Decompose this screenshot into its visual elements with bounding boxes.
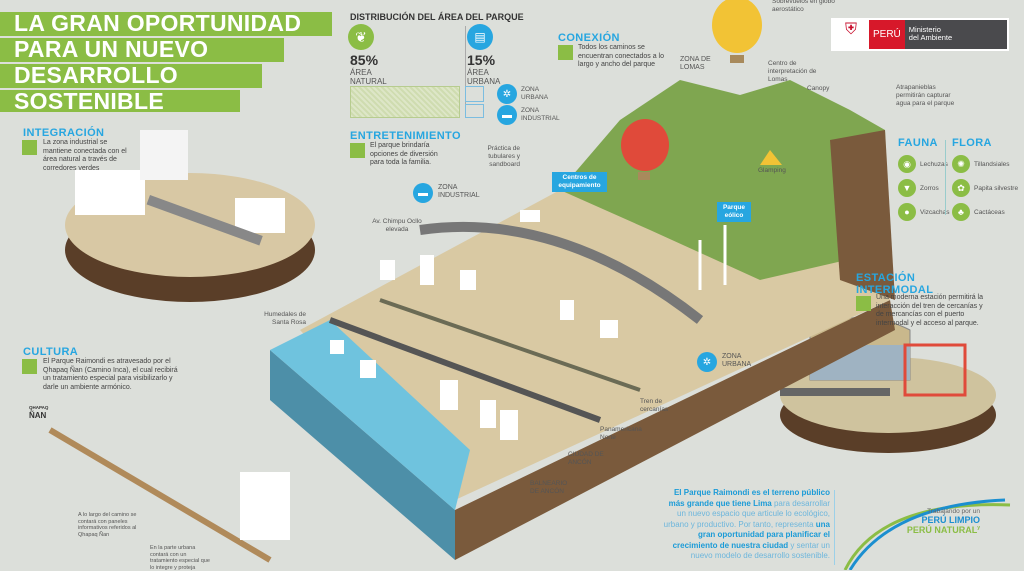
- cactus-icon: ♣: [952, 203, 970, 221]
- flora-title: FLORA: [952, 137, 992, 149]
- conexion-title: CONEXIÓN: [558, 32, 620, 44]
- zone-industrial-label: ZONA INDUSTRIAL: [521, 107, 560, 122]
- estacion-marker: [856, 296, 871, 311]
- zona-lomas-label: ZONA DE LOMAS: [680, 56, 711, 71]
- globo-label: Sobrevuelos en globo aerostático: [772, 0, 835, 13]
- balneario-label: BALNEARIO DE ANCÓN: [530, 480, 568, 495]
- owl-icon: ◉: [898, 155, 916, 173]
- tillandsia-icon: ✺: [952, 155, 970, 173]
- urban-zone-map-icon: ✲: [697, 352, 717, 372]
- cultura-title: CULTURA: [23, 346, 79, 358]
- summary-paragraph: El Parque Raimondi es el terreno público…: [663, 488, 830, 560]
- centro-interpretacion-label: Centro de interpretación de Lomas: [768, 60, 817, 83]
- title-line-2: PARA UN NUEVO: [0, 38, 284, 62]
- integracion-title: INTEGRACIÓN: [23, 127, 105, 139]
- coat-of-arms-icon: ⛨: [844, 20, 857, 38]
- entretenimiento-title: ENTRETENIMIENTO: [350, 130, 461, 142]
- av-chimpu-ocllo: [419, 221, 704, 324]
- qhapaq-nan-path: [48, 427, 272, 563]
- industrial-zone-icon: ▬: [497, 105, 517, 125]
- balloon-top: [712, 0, 762, 53]
- natural-percent: 85%: [350, 52, 379, 68]
- entretenimiento-marker: [350, 143, 365, 158]
- fauna-section: FAUNA ◉Lechuzas ▼Zorros ●Vizcachas: [898, 137, 950, 227]
- fauna-title: FAUNA: [898, 137, 938, 149]
- conexion-marker: [558, 45, 573, 60]
- natural-area-bar: [350, 86, 460, 118]
- tubulares-label: Práctica de tubulares y sandboard: [487, 145, 520, 168]
- conexion-text: Todos los caminos se encuentran conectad…: [578, 44, 665, 68]
- tren-label: Tren de cercanías: [640, 398, 669, 413]
- potato-plant-icon: ✿: [952, 179, 970, 197]
- industrial-building: [75, 170, 145, 215]
- cultura-note-2: En la parte urbana contará con un tratam…: [150, 545, 210, 571]
- building-icon: ▤: [467, 24, 493, 50]
- title-line-3: DESARROLLO: [0, 64, 262, 88]
- zona-industrial-map-label: ZONA INDUSTRIAL: [438, 184, 480, 199]
- ciudad-ancon-label: CIUDAD DE ANCÓN: [568, 451, 604, 466]
- panamericana-road: [328, 317, 602, 423]
- fauna-item: ◉Lechuzas: [898, 155, 950, 173]
- industrial-zone-box: [465, 104, 484, 118]
- glamping-label: Glamping: [758, 167, 786, 174]
- vizcacha-icon: ●: [898, 203, 916, 221]
- parque-eolico-tag: Parque eólico: [717, 202, 751, 222]
- integracion-text: La zona industrial se mantiene conectada…: [43, 139, 127, 172]
- flora-item: ✿Papita silvestre: [952, 179, 1018, 197]
- fox-icon: ▼: [898, 179, 916, 197]
- atrapanieblas-label: Atrapanieblas permitirán capturar agua p…: [896, 84, 955, 107]
- urban-zone-icon: ✲: [497, 84, 517, 104]
- zona-urbana-map-label: ZONA URBANA: [722, 353, 752, 368]
- industrial-zone-map-icon: ▬: [413, 183, 433, 203]
- zone-urbana-label: ZONA URBANA: [521, 86, 549, 101]
- humedales-label: Humedales de Santa Rosa: [264, 311, 306, 326]
- balloon-middle: [621, 119, 669, 171]
- cultura-note-1: A lo largo del camino se contará con pan…: [78, 512, 137, 538]
- ocean: [270, 320, 470, 510]
- peru-label: PERÚ: [869, 20, 905, 49]
- panamericana-label: Panamericana Norte: [600, 426, 642, 441]
- flora-item: ✺Tillandsiales: [952, 155, 1018, 173]
- fauna-item: ●Vizcachas: [898, 203, 950, 221]
- cultura-text: El Parque Raimondi es atravesado por el …: [43, 358, 178, 391]
- integracion-marker: [22, 140, 37, 155]
- urban-zone-box: [465, 86, 484, 102]
- title-line-4: SOSTENIBLE: [0, 90, 240, 113]
- fauna-item: ▼Zorros: [898, 179, 950, 197]
- entretenimiento-text: El parque brindaría opciones de diversió…: [370, 142, 438, 166]
- av-chimpu-label: Av. Chimpu Ocllo elevada: [372, 218, 422, 233]
- cultura-marker: [22, 359, 37, 374]
- urban-percent: 15%: [467, 52, 496, 68]
- flora-item: ♣Cactáceas: [952, 203, 1018, 221]
- canopy-label: Canopy: [807, 85, 830, 92]
- flora-section: FLORA ✺Tillandsiales ✿Papita silvestre ♣…: [952, 137, 1018, 227]
- title-line-1: LA GRAN OPORTUNIDAD: [0, 12, 332, 36]
- distribution-heading: DISTRIBUCIÓN DEL ÁREA DEL PARQUE: [350, 12, 524, 22]
- urban-building: [240, 472, 290, 540]
- train-track: [379, 298, 641, 392]
- leaf-icon: ❦: [348, 24, 374, 50]
- estacion-text: Una moderna estación permitirá la intera…: [876, 294, 983, 327]
- centros-equipamiento-tag: Centros de equipamiento: [552, 172, 607, 192]
- slogan: Trabajando por un PERÚ LIMPIO PERÚ NATUR…: [906, 508, 980, 535]
